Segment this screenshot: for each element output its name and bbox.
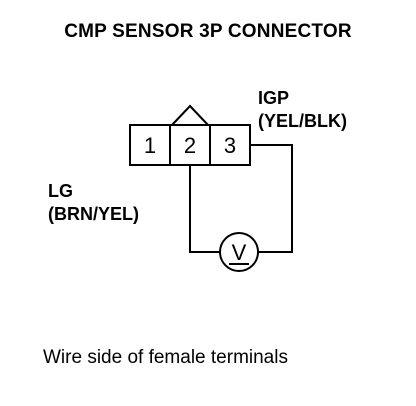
connector-lock-tab bbox=[171, 104, 209, 126]
lg-wire-label: LG (BRN/YEL) bbox=[48, 181, 139, 224]
diagram-title: CMP SENSOR 3P CONNECTOR bbox=[64, 21, 352, 42]
lg-name: LG bbox=[48, 181, 73, 201]
voltmeter-circle bbox=[219, 232, 259, 272]
igp-color: (YEL/BLK) bbox=[258, 111, 347, 131]
igp-wire-label: IGP (YEL/BLK) bbox=[258, 88, 347, 131]
test-lead-pin-2 bbox=[189, 165, 220, 253]
lg-color: (BRN/YEL) bbox=[48, 204, 139, 224]
test-lead-pin-3 bbox=[250, 144, 293, 253]
connector-3p: 1 2 3 bbox=[129, 104, 251, 166]
diagram-caption: Wire side of female terminals bbox=[43, 347, 288, 368]
voltmeter-symbol: V bbox=[232, 240, 247, 265]
igp-name: IGP bbox=[258, 88, 289, 108]
pin-2-label: 2 bbox=[184, 133, 196, 158]
pin-3-label: 3 bbox=[224, 133, 236, 158]
voltmeter-icon: V bbox=[219, 232, 259, 272]
pin-1-label: 1 bbox=[144, 133, 156, 158]
